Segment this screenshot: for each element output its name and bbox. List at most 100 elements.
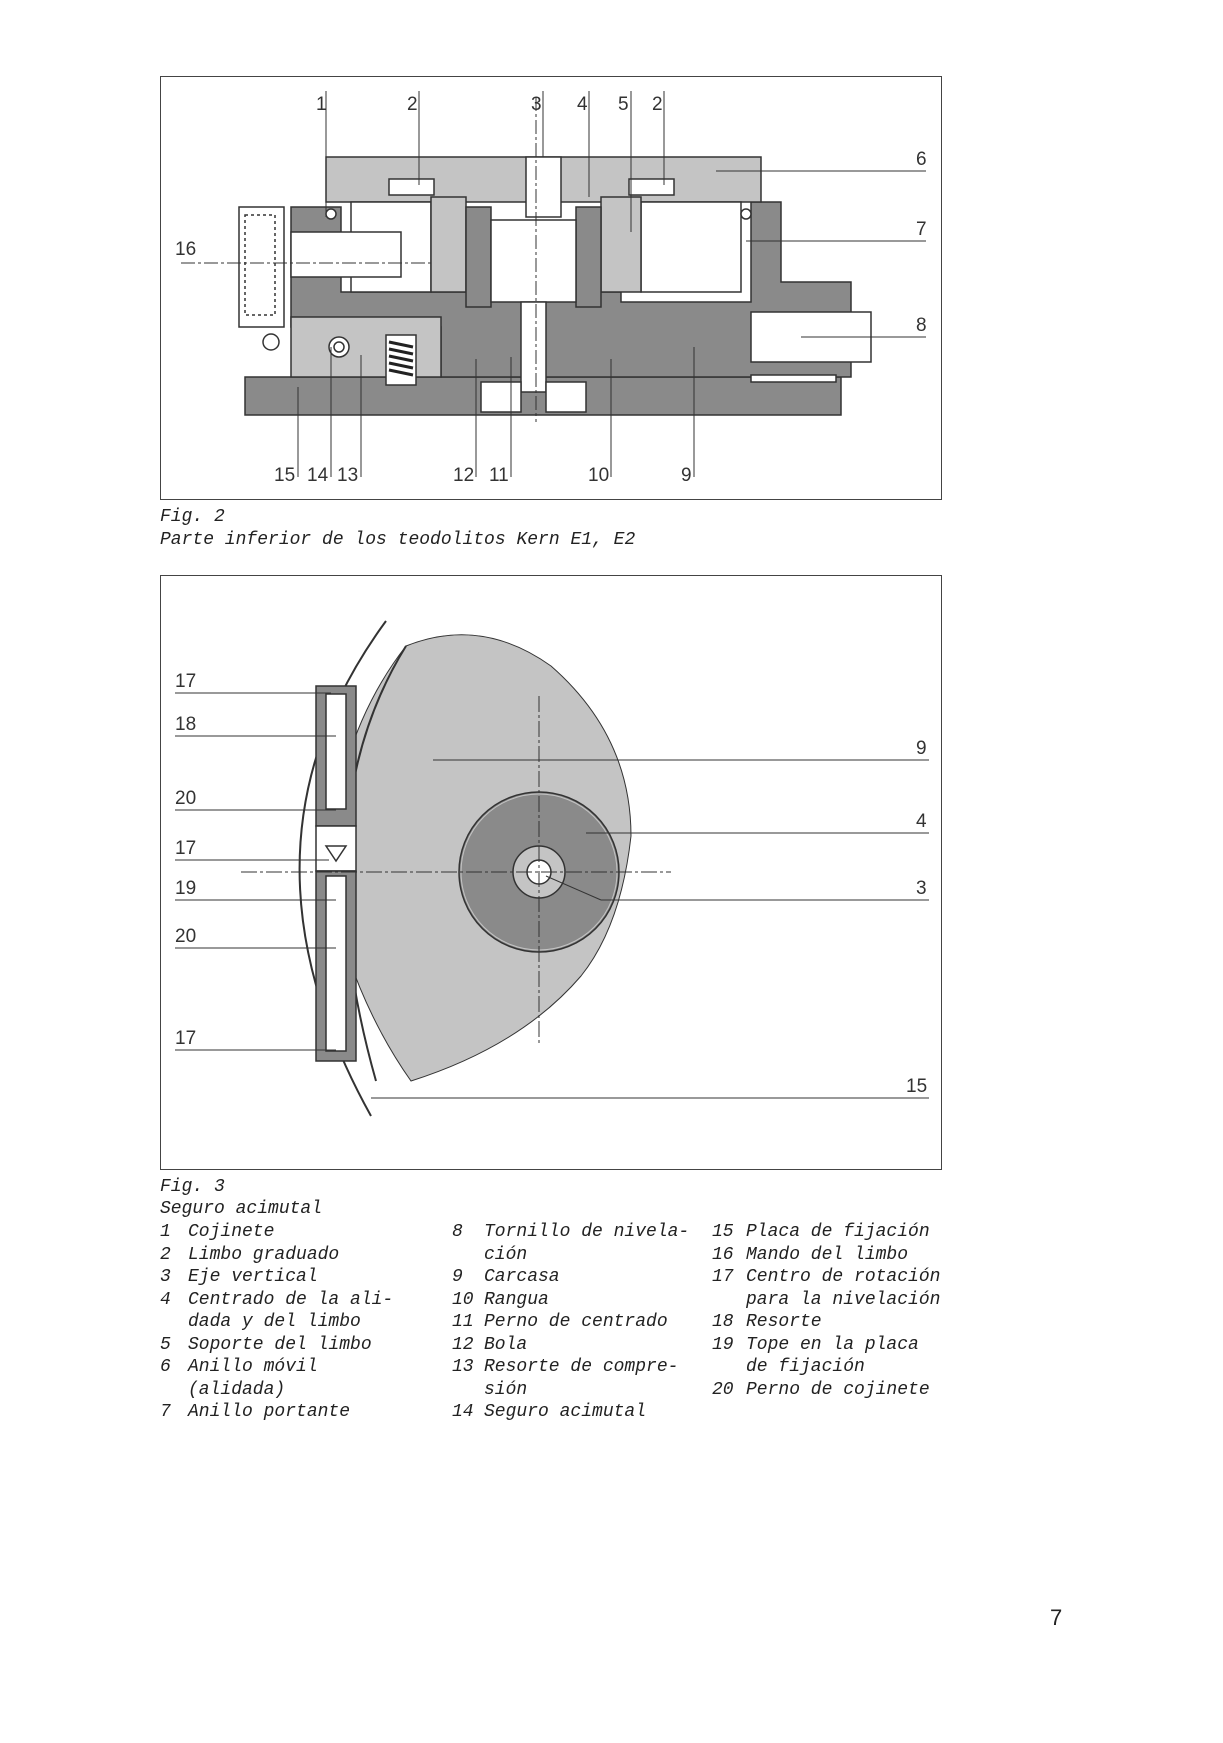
legend-text: Carcasa <box>484 1267 560 1287</box>
callout-label: 20 <box>175 788 196 809</box>
legend-item: 7 Anillo portante <box>160 1401 440 1424</box>
callout-label: 15 <box>274 465 295 486</box>
legend-number: 12 <box>452 1334 474 1355</box>
callout-label: 16 <box>175 239 196 260</box>
legend-text: (alidada) <box>188 1379 286 1400</box>
callout-label: 3 <box>916 878 927 899</box>
legend-text: Tornillo de nivela- <box>484 1222 690 1242</box>
legend-text: Perno de centrado <box>484 1312 668 1332</box>
callout-label: 14 <box>307 465 329 486</box>
legend-text: Soporte del limbo <box>188 1334 372 1355</box>
callout-label: 7 <box>916 219 927 240</box>
legend-column-2: 8 Tornillo de nivela-ción 9 Carcasa 10 Rangua… <box>452 1221 702 1424</box>
legend-text: Mando del limbo <box>746 1244 909 1265</box>
callout-label: 4 <box>577 94 588 115</box>
callout-label: 2 <box>407 94 418 115</box>
callout-label: 20 <box>175 926 196 947</box>
legend-item: 8 Tornillo de nivela- <box>452 1221 702 1244</box>
legend-item: 12 Bola <box>452 1334 702 1357</box>
legend-text: Perno de cojinete <box>746 1379 930 1400</box>
legend-number: 10 <box>452 1289 474 1310</box>
legend-number: 6 <box>160 1357 171 1377</box>
callout-label: 6 <box>916 149 927 170</box>
legend-text: sión <box>484 1379 528 1400</box>
legend-number: 15 <box>712 1222 734 1242</box>
callout-label: 13 <box>337 465 358 486</box>
figure-2-drawing: 1 2 3 4 5 2 6 7 8 16 15 14 13 12 11 10 9 <box>175 91 927 486</box>
callout-label: 9 <box>916 738 927 759</box>
legend-item: 5 Soporte del limbo <box>160 1334 440 1357</box>
legend-number: 19 <box>712 1334 734 1355</box>
legend-number <box>712 1356 746 1379</box>
legend-text: Rangua <box>484 1289 549 1310</box>
callout-label: 5 <box>618 94 629 115</box>
legend-number: 16 <box>712 1244 734 1265</box>
figure-3-title: Seguro acimutal <box>160 1199 323 1219</box>
legend-text: Placa de fijación <box>746 1222 930 1242</box>
legend-text: Limbo graduado <box>188 1244 340 1265</box>
legend-text: Centro de rotación <box>746 1267 941 1287</box>
legend-item: ción <box>452 1244 702 1267</box>
callout-label: 17 <box>175 1028 196 1049</box>
callout-label: 8 <box>916 315 927 336</box>
legend-item: 20 Perno de cojinete <box>712 1379 972 1402</box>
legend-number: 20 <box>712 1379 734 1400</box>
legend-item: para la nivelación <box>712 1289 972 1312</box>
legend-text: ción <box>484 1244 528 1265</box>
callout-label: 9 <box>681 465 692 486</box>
figure-2-cross-section: 1 2 3 4 5 2 6 7 8 16 15 14 13 12 11 10 9 <box>160 76 942 500</box>
callout-label: 10 <box>588 465 609 486</box>
figure-2-title: Parte inferior de los teodolitos Kern E1… <box>160 530 636 550</box>
legend-item: de fijación <box>712 1356 972 1379</box>
legend-text: Resorte de compre- <box>484 1357 679 1377</box>
legend-text: Cojinete <box>188 1222 275 1242</box>
legend-number: 1 <box>160 1222 171 1242</box>
figure-3-azimuth-lock: 17 18 20 17 19 20 17 9 4 3 15 <box>160 575 942 1170</box>
callout-label: 15 <box>906 1076 927 1097</box>
figure-2-number: Fig. 2 <box>160 507 225 527</box>
legend-item: dada y del limbo <box>160 1311 440 1334</box>
legend-number <box>452 1244 484 1267</box>
legend-number: 9 <box>452 1267 463 1287</box>
callout-label: 17 <box>175 671 196 692</box>
legend-number: 4 <box>160 1289 171 1310</box>
legend-number: 7 <box>160 1402 171 1422</box>
legend-number: 11 <box>452 1312 474 1332</box>
legend-text: Resorte <box>746 1312 822 1332</box>
legend-number: 18 <box>712 1312 734 1332</box>
legend-item: 18 Resorte <box>712 1311 972 1334</box>
legend-item: 19 Tope en la placa <box>712 1334 972 1357</box>
legend-number: 17 <box>712 1267 734 1287</box>
legend-text: dada y del limbo <box>188 1312 361 1332</box>
legend-text: Centrado de la ali- <box>188 1289 394 1310</box>
callout-label: 18 <box>175 714 196 735</box>
callout-label: 2 <box>652 94 663 115</box>
legend-text: para la nivelación <box>746 1289 941 1310</box>
callout-label: 4 <box>916 811 927 832</box>
legend-item: 17 Centro de rotación <box>712 1266 972 1289</box>
legend-number: 14 <box>452 1402 474 1422</box>
legend-item: 1 Cojinete <box>160 1221 440 1244</box>
legend-text: Anillo portante <box>188 1402 351 1422</box>
legend-number <box>160 1311 188 1334</box>
legend-item: (alidada) <box>160 1379 440 1402</box>
callout-label: 11 <box>489 465 509 486</box>
legend-item: 2 Limbo graduado <box>160 1244 440 1267</box>
legend-text: Tope en la placa <box>746 1334 919 1355</box>
legend-column-3: 15 Placa de fijación 16 Mando del limbo 17 Ce… <box>712 1221 972 1401</box>
legend-text: de fijación <box>746 1357 865 1377</box>
legend-text: Anillo móvil <box>188 1357 318 1377</box>
callout-label: 17 <box>175 838 196 859</box>
legend-number: 13 <box>452 1357 474 1377</box>
legend-number: 2 <box>160 1244 171 1265</box>
legend-number: 8 <box>452 1222 463 1242</box>
legend-number <box>452 1379 484 1402</box>
legend-item: 11 Perno de centrado <box>452 1311 702 1334</box>
legend-number <box>712 1289 746 1312</box>
legend-number: 5 <box>160 1334 171 1355</box>
legend-text: Bola <box>484 1334 528 1355</box>
callout-label: 19 <box>175 878 196 899</box>
legend-number: 3 <box>160 1267 171 1287</box>
